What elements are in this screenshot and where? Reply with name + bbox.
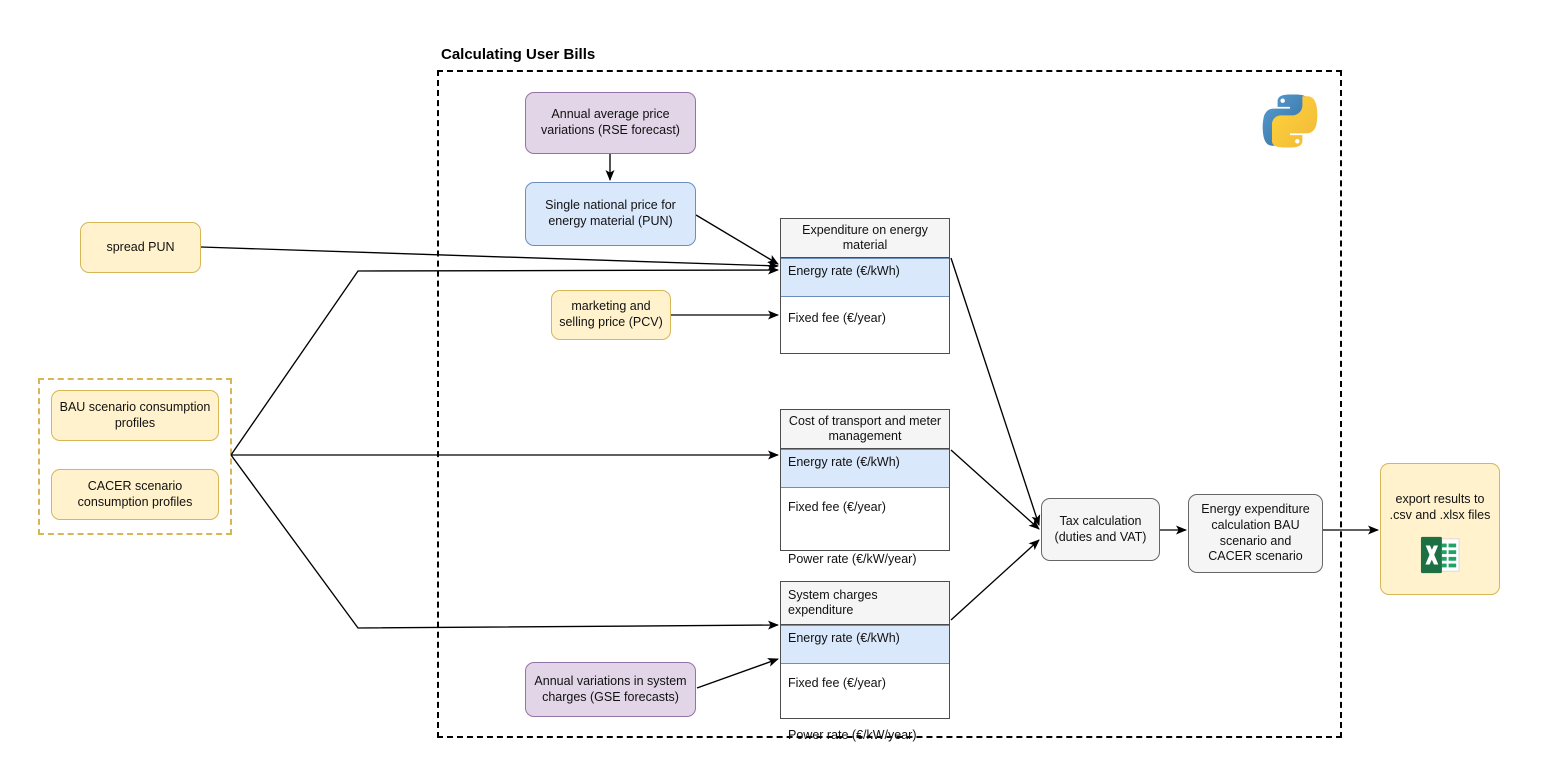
export-results-node[interactable]: export results to .csv and .xlsx files: [1380, 463, 1500, 595]
table-header: System charges expenditure: [781, 582, 949, 625]
cacer-profiles-node[interactable]: CACER scenario consumption profiles: [51, 469, 219, 520]
table-row[interactable]: Power rate (€/kW/year): [788, 728, 917, 742]
pcv-node[interactable]: marketing and selling price (PCV): [551, 290, 671, 340]
energy-expenditure-calculation-node[interactable]: Energy expenditure calculation BAU scena…: [1188, 494, 1323, 573]
table-row[interactable]: Power rate (€/kW/year): [788, 552, 917, 566]
table-cost-of-transport-and-meter-management: Cost of transport and meter management E…: [780, 409, 950, 566]
excel-file-icon: [1419, 535, 1461, 575]
table-row[interactable]: Fixed fee (€/year): [788, 500, 886, 514]
rse-forecast-node[interactable]: Annual average price variations (RSE for…: [525, 92, 696, 154]
python-logo-icon: [1259, 90, 1321, 152]
table-row[interactable]: Energy rate (€/kWh): [781, 449, 949, 488]
bau-profiles-label: BAU scenario consumption profiles: [59, 399, 211, 430]
table-header: Expenditure on energy material: [781, 219, 949, 258]
tax-calculation-label: Tax calculation (duties and VAT): [1054, 513, 1147, 544]
spread-pun-label: spread PUN: [106, 239, 175, 254]
spread-pun-node[interactable]: spread PUN: [80, 222, 201, 273]
table-row[interactable]: Energy rate (€/kWh): [781, 258, 949, 297]
pun-node[interactable]: Single national price for energy materia…: [525, 182, 696, 246]
gse-forecast-node[interactable]: Annual variations in system charges (GSE…: [525, 662, 696, 717]
pcv-label: marketing and selling price (PCV): [559, 299, 663, 329]
bau-profiles-node[interactable]: BAU scenario consumption profiles: [51, 390, 219, 441]
cacer-profiles-label: CACER scenario consumption profiles: [77, 478, 193, 509]
tax-calculation-node[interactable]: Tax calculation (duties and VAT): [1041, 498, 1160, 561]
table-system-charges-expenditure: System charges expenditure Energy rate (…: [780, 581, 950, 742]
table-expenditure-on-energy-material: Expenditure on energy material Energy ra…: [780, 218, 950, 354]
page-title: Calculating User Bills: [441, 46, 596, 63]
table-header: Cost of transport and meter management: [781, 410, 949, 449]
gse-forecast-label: Annual variations in system charges (GSE…: [534, 673, 687, 704]
export-results-label: export results to .csv and .xlsx files: [1389, 492, 1491, 522]
energy-expenditure-calculation-label: Energy expenditure calculation BAU scena…: [1201, 502, 1310, 564]
table-row[interactable]: Fixed fee (€/year): [788, 311, 886, 325]
rse-forecast-label: Annual average price variations (RSE for…: [541, 107, 680, 137]
pun-label: Single national price for energy materia…: [545, 198, 676, 228]
table-row[interactable]: Fixed fee (€/year): [788, 676, 886, 690]
table-row[interactable]: Energy rate (€/kWh): [781, 625, 949, 664]
